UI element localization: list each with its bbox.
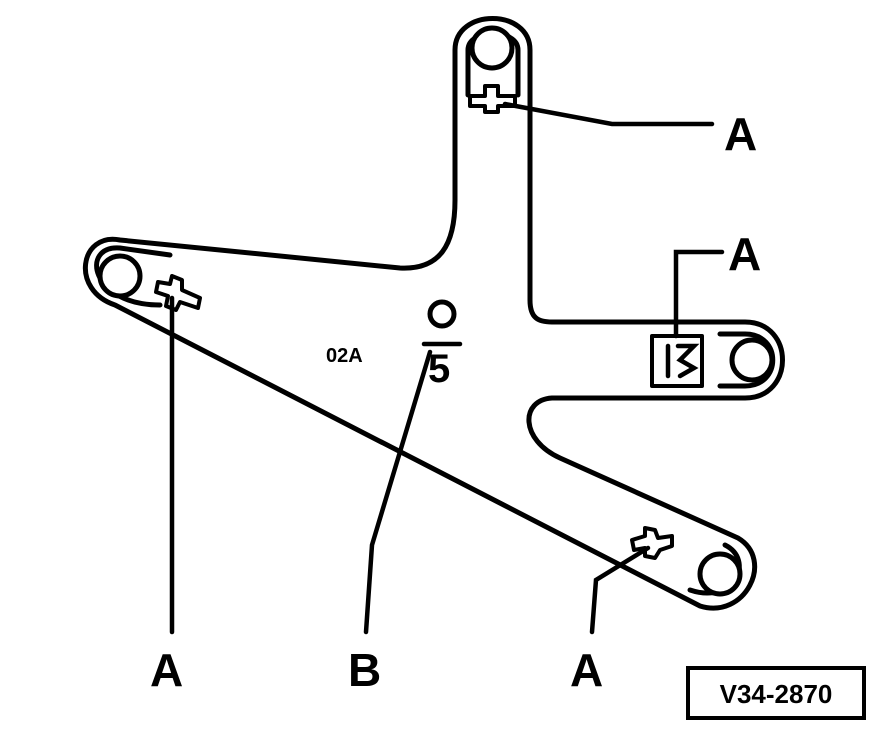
reference-box <box>686 666 866 720</box>
cast-mark-left <box>154 274 202 312</box>
part-code-label: 02A <box>326 345 363 367</box>
small-center-hole <box>427 299 457 329</box>
cast-mark-top <box>468 84 517 114</box>
bracket-outline <box>82 16 785 611</box>
stamp-digit: 5 <box>428 347 450 391</box>
callout-a-bottom-right: A <box>570 644 603 696</box>
leader-right-a <box>673 249 725 339</box>
right-mounting-hole <box>729 337 775 383</box>
cast-mark-right-detail <box>665 343 700 379</box>
cast-mark-right <box>650 334 704 388</box>
callout-b: B <box>348 644 381 696</box>
callout-a-right: A <box>728 228 761 280</box>
left-mounting-hole <box>97 253 143 299</box>
callout-a-bottom-left: A <box>150 644 183 696</box>
top-mounting-hole <box>469 25 515 71</box>
leader-top-a <box>502 101 715 127</box>
leader-bottom-right-a <box>589 545 651 635</box>
leader-b <box>363 349 433 635</box>
callout-a-top: A <box>724 108 757 160</box>
bottom-right-mounting-hole <box>697 551 743 597</box>
reference-number: V34-2870 <box>720 679 833 709</box>
